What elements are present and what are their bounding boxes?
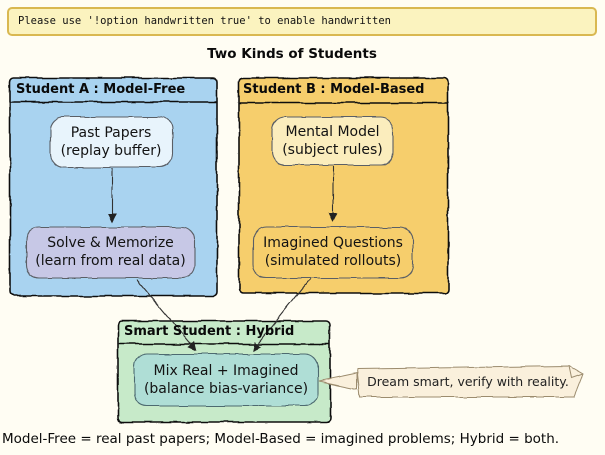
node-mix-real-imagined-box xyxy=(133,353,319,407)
note-shape xyxy=(356,365,584,398)
node-mental-model-box xyxy=(271,116,394,166)
node-past-papers-line1: Past Papers xyxy=(70,125,152,141)
diagram-caption: Model-Free = real past papers; Model-Bas… xyxy=(2,431,560,447)
node-mix-real-imagined-line1: Mix Real + Imagined xyxy=(153,363,299,379)
node-solve-memorize-box xyxy=(25,226,196,279)
node-past-papers-box xyxy=(49,116,173,168)
node-past-papers-line2: (replay buffer) xyxy=(60,143,162,159)
node-imagined-questions-label: Imagined Questions (simulated rollouts) xyxy=(253,234,413,270)
node-mix-real-imagined-label: Mix Real + Imagined (balance bias-varian… xyxy=(134,362,318,398)
node-imagined-questions-line2: (simulated rollouts) xyxy=(264,253,402,269)
handwritten-option-banner: Please use '!option handwritten true' to… xyxy=(7,7,597,36)
note-connector xyxy=(318,372,358,390)
banner-text: Please use '!option handwritten true' to… xyxy=(18,15,391,27)
note-text: Dream smart, verify with reality. xyxy=(367,374,569,389)
node-imagined-questions-box xyxy=(252,226,414,279)
node-solve-memorize-line1: Solve & Memorize xyxy=(47,235,174,251)
node-solve-memorize-label: Solve & Memorize (learn from real data) xyxy=(26,234,195,270)
node-mental-model-label: Mental Model (subject rules) xyxy=(272,123,393,159)
container-model-based-label: Student B : Model-Based xyxy=(243,82,425,97)
node-mental-model-line2: (subject rules) xyxy=(282,142,383,158)
node-past-papers-label: Past Papers (replay buffer) xyxy=(50,124,172,160)
node-imagined-questions-line1: Imagined Questions xyxy=(263,235,403,251)
edge-imagined-to-mix-arrow xyxy=(252,278,311,352)
container-hybrid-label: Smart Student : Hybrid xyxy=(124,324,295,339)
edge-solve-to-mix-arrow xyxy=(136,279,197,352)
node-mental-model-line1: Mental Model xyxy=(285,124,380,140)
node-mix-real-imagined-line2: (balance bias-variance) xyxy=(143,381,309,397)
diagram-title: Two Kinds of Students xyxy=(207,46,377,62)
node-solve-memorize-line2: (learn from real data) xyxy=(35,253,186,269)
note-fold xyxy=(568,365,584,379)
container-model-free-label: Student A : Model-Free xyxy=(16,82,186,97)
